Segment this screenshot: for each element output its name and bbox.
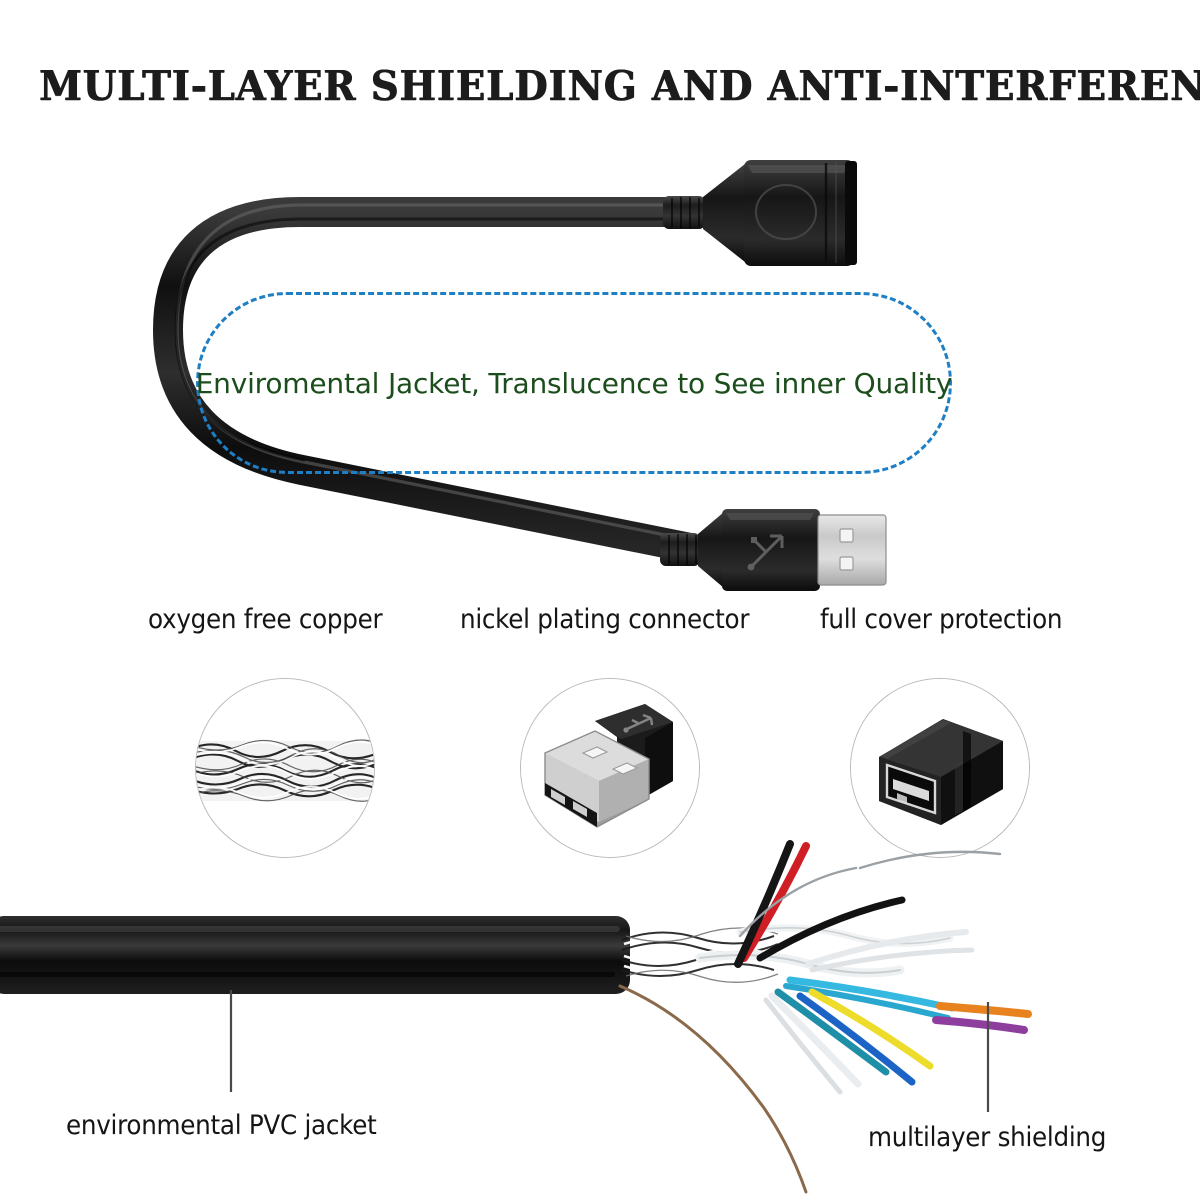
wire-foil-white-3	[768, 992, 862, 1088]
wire-foil-white-2	[809, 947, 975, 973]
wire-foil-white-1	[805, 929, 969, 967]
wire-data-blue	[796, 992, 916, 1086]
feature-circle-full-cover-protection	[850, 678, 1030, 858]
environmental-jacket-callout: Enviromental Jacket, Translucence to See…	[195, 292, 953, 474]
wire-drain-silver-2	[858, 850, 1002, 870]
feature-labels-row: oxygen free copper nickel plating connec…	[0, 604, 1200, 644]
usb-a-female-connector	[663, 160, 857, 266]
cable-cross-section-illustration	[0, 840, 1200, 1200]
bottom-label-multilayer-shielding: multilayer shielding	[868, 1122, 1107, 1153]
page-title-text: MULTI-LAYER SHIELDING AND ANTI-INTERFERE…	[39, 62, 1200, 110]
wire-signal-yellow	[808, 988, 934, 1070]
usb-a-female-port-icon	[851, 679, 1029, 857]
wire-data-cyan-1	[786, 976, 956, 1012]
product-illustration	[152, 160, 887, 591]
feature-label-nickel-plating-connector: nickel plating connector	[460, 604, 750, 635]
wire-signal-purple	[932, 1016, 1028, 1034]
environmental-jacket-callout-label: Enviromental Jacket, Translucence to See…	[195, 366, 953, 400]
usb-a-male-connector	[660, 509, 887, 591]
feature-label-full-cover-protection: full cover protection	[820, 604, 1063, 635]
page-title: MULTI-LAYER SHIELDING AND ANTI-INTERFERE…	[0, 62, 1200, 110]
feature-circle-oxygen-free-copper	[195, 678, 375, 858]
wire-drain-silver-1	[738, 866, 858, 938]
wire-ground-black-2	[756, 896, 906, 962]
wire-bundle	[618, 840, 1032, 1194]
wire-ground-black	[734, 840, 794, 968]
wire-foil-white-4	[763, 997, 843, 1095]
wire-data-teal	[774, 988, 890, 1076]
feature-circle-nickel-plating-connector	[520, 678, 700, 858]
usb-a-male-connector-icon	[521, 679, 699, 857]
wire-drain-brown	[618, 984, 808, 1194]
feature-label-oxygen-free-copper: oxygen free copper	[148, 604, 383, 635]
wire-data-cyan-2	[783, 983, 951, 1021]
wire-signal-orange	[936, 1002, 1032, 1018]
braided-copper-shield-icon	[196, 679, 374, 857]
bottom-label-environmental-pvc-jacket: environmental PVC jacket	[66, 1110, 377, 1141]
